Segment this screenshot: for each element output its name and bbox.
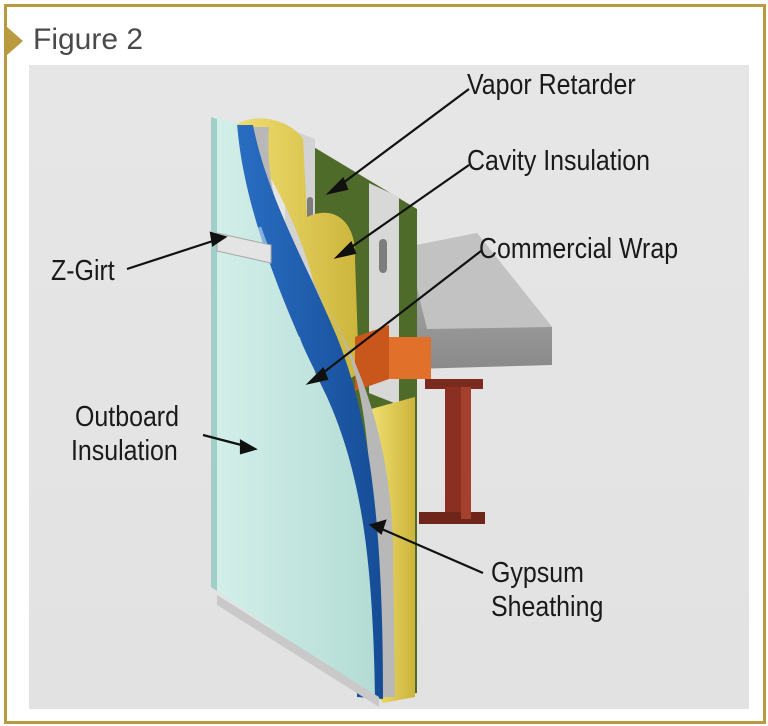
- z-girt: [216, 232, 272, 264]
- leader-cavity-insulation: [342, 164, 470, 254]
- steel-beam: [419, 379, 485, 524]
- leader-outboard-insulation-arrow-icon: [239, 439, 258, 455]
- figure-frame: Figure 2: [4, 4, 766, 724]
- outboard-insulation-board: [213, 117, 375, 699]
- label-outboard-line2: Insulation: [71, 435, 178, 467]
- label-z-girt: Z-Girt: [51, 255, 115, 287]
- label-cavity-insulation: Cavity Insulation: [467, 145, 650, 177]
- leader-z-girt-arrow-icon: [209, 231, 228, 247]
- leader-commercial-wrap-arrow-icon: [305, 367, 329, 385]
- label-outboard-line1: Outboard: [75, 401, 179, 433]
- bottom-trim: [217, 595, 379, 707]
- figure-header: Figure 2: [7, 7, 763, 69]
- leader-cavity-insulation-arrow-icon: [333, 241, 357, 259]
- leader-commercial-wrap: [314, 250, 482, 380]
- outboard-insulation-edge: [211, 117, 217, 591]
- concrete-slab-top: [407, 233, 552, 329]
- leader-gypsum-sheathing-arrow-icon: [368, 519, 387, 535]
- leader-z-girt: [126, 237, 220, 271]
- figure-title: Figure 2: [33, 23, 144, 56]
- wall-assembly-diagram: [126, 88, 552, 707]
- leader-vapor-retarder: [334, 88, 470, 190]
- label-gypsum-line2: Sheathing: [491, 591, 604, 623]
- leader-vapor-retarder-arrow-icon: [325, 177, 349, 195]
- leader-gypsum-sheathing: [376, 525, 484, 575]
- label-commercial-wrap: Commercial Wrap: [479, 233, 679, 265]
- label-vapor-retarder: Vapor Retarder: [467, 69, 636, 101]
- figure-marker-icon: [7, 27, 23, 55]
- label-gypsum-line1: Gypsum: [491, 557, 584, 589]
- leader-lines: [126, 88, 484, 575]
